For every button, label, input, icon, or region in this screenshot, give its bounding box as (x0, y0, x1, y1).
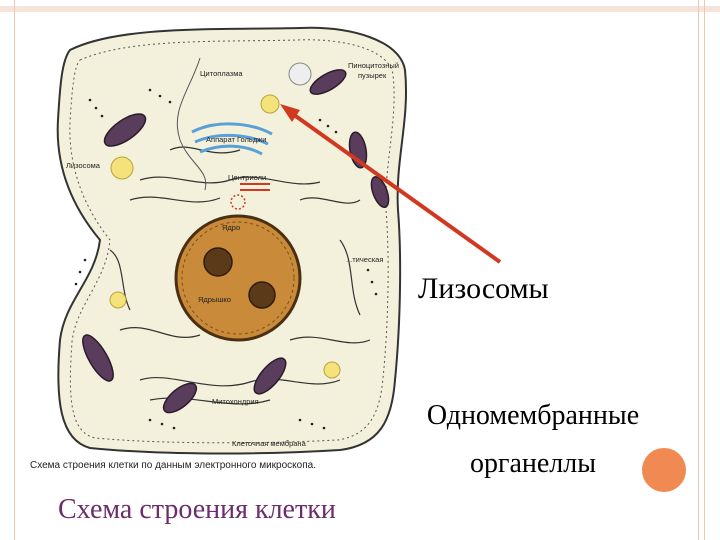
frame-right-line-2 (704, 0, 705, 540)
label-centrioles: Центриоли (228, 173, 266, 182)
cell-membrane-inner (69, 39, 395, 444)
membrane-organelles-label: Одномембранные органеллы (398, 392, 668, 488)
label-nucleolus: Ядрышко (198, 295, 231, 304)
label-cell-membrane: Клеточная мембрана (232, 439, 307, 448)
frame-top-band (0, 6, 720, 12)
label-pinocytic-1: Пиноцитозный (348, 61, 399, 70)
frame-right-line (698, 0, 699, 540)
nucleolus-1 (203, 247, 233, 277)
group-label-line-2: органеллы (469, 448, 597, 479)
nucleolus-2 (248, 281, 276, 309)
lysosomes-label: Лизосомы (418, 272, 549, 305)
label-mitochondrion: Митохондрия (212, 397, 259, 406)
accent-circle (642, 448, 686, 492)
mitochondria (82, 69, 390, 414)
cytoplasm-fiber (176, 57, 207, 191)
label-cytoplasm: Цитоплазма (200, 69, 243, 78)
ribosomes (74, 88, 378, 430)
frame-left-line (14, 0, 15, 540)
group-label-line-1: Одномембранные (426, 400, 640, 431)
nucleus (174, 214, 302, 342)
figure-caption: Схема строения клетки по данным электрон… (30, 460, 316, 471)
label-er: ...тическая (346, 255, 383, 264)
label-nucleus: Ядро (222, 223, 240, 232)
pinocytic-vesicle (288, 62, 312, 86)
slide-title: Схема строения клетки (58, 494, 336, 525)
endoplasmic-reticulum (109, 146, 371, 405)
callout-arrow (280, 104, 502, 264)
lysosomes (109, 94, 341, 379)
label-pinocytic-2: пузырек (358, 71, 387, 80)
label-lysosome: Лизосома (66, 161, 101, 170)
centrioles (230, 183, 270, 210)
golgi-apparatus (191, 122, 273, 156)
label-golgi: Аппарат Гольджи (206, 135, 266, 144)
